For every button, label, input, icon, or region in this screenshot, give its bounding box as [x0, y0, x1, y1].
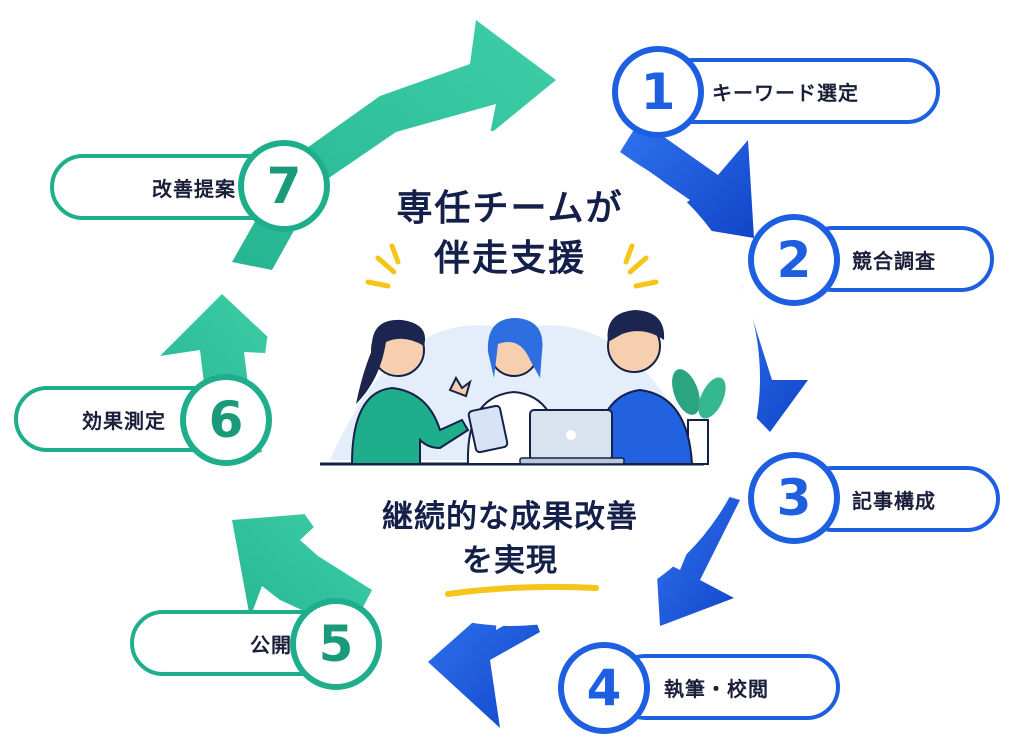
- tagline-underline: [445, 583, 599, 597]
- step-5-label: 公開: [250, 632, 292, 657]
- step-2-number: 2: [776, 231, 812, 289]
- step-5-number: 5: [318, 615, 354, 673]
- step-1-badge: 1: [612, 46, 704, 138]
- step-6-number: 6: [208, 391, 244, 449]
- step-2-badge: 2: [748, 214, 840, 306]
- step-7-badge: 7: [238, 140, 330, 232]
- center-heading-line1: 専任チームが: [396, 188, 624, 229]
- step-6-label: 効果測定: [82, 408, 166, 433]
- center-heading-line2: 伴走支援: [433, 238, 586, 279]
- team-illustration: [320, 310, 726, 466]
- plant-icon: [672, 369, 726, 465]
- center-tagline-line2: を実現: [462, 543, 558, 579]
- person-left: [350, 319, 472, 465]
- arrow-1-to-2: [620, 120, 754, 238]
- step-3-label: 記事構成: [852, 488, 936, 513]
- center-tagline-line1: 継続的な成果改善: [382, 499, 638, 535]
- arrow-7-to-1: [232, 20, 556, 270]
- step-1-label: キーワード選定: [712, 80, 859, 105]
- step-4-number: 4: [586, 659, 622, 717]
- step-3-badge: 3: [748, 452, 840, 544]
- sparkle-icon: [365, 243, 659, 289]
- tablet-icon: [467, 404, 509, 454]
- step-4-badge: 4: [558, 642, 650, 734]
- step-7-number: 7: [266, 157, 302, 215]
- arrow-4-to-5: [428, 600, 540, 728]
- step-4-label: 執筆・校閲: [664, 676, 769, 701]
- step-1-label-pill: キーワード選定: [660, 58, 940, 124]
- person-right: [594, 310, 694, 465]
- laptop-icon: [519, 409, 625, 465]
- arrow-3-to-4: [656, 492, 740, 626]
- step-7-label: 改善提案: [152, 176, 236, 201]
- step-5-badge: 5: [290, 598, 382, 690]
- step-3-number: 3: [776, 469, 812, 527]
- step-1-number: 1: [640, 63, 676, 121]
- step-4-label-pill: 執筆・校閲: [612, 654, 840, 720]
- step-6-badge: 6: [180, 374, 272, 466]
- step-2-label: 競合調査: [852, 248, 936, 273]
